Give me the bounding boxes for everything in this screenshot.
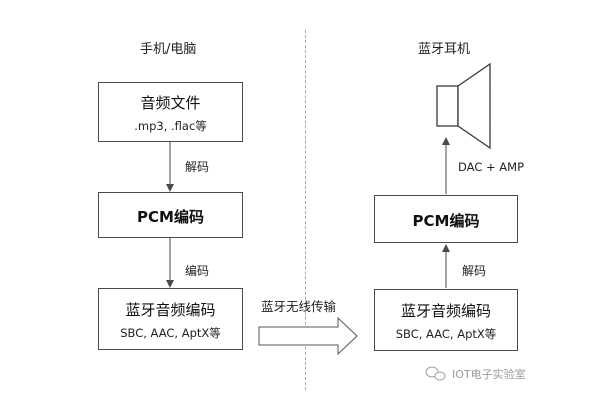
right-panel-heading: 蓝牙耳机 <box>418 42 471 57</box>
left-bt-codec-subtitle: SBC, AAC, AptX等 <box>120 326 221 340</box>
audio-file-box: 音频文件 .mp3, .flac等 <box>98 82 243 142</box>
right-bt-codec-box: 蓝牙音频编码 SBC, AAC, AptX等 <box>374 289 518 351</box>
watermark-text: IOT电子实验室 <box>452 368 526 381</box>
right-pcm-title: PCM编码 <box>412 212 480 230</box>
left-panel-heading: 手机/电脑 <box>140 42 197 57</box>
right-pcm-box: PCM编码 <box>374 195 518 243</box>
wechat-icon <box>425 366 446 381</box>
right-bt-codec-subtitle: SBC, AAC, AptX等 <box>395 327 497 341</box>
panel-divider <box>305 30 306 390</box>
right-bt-codec-title: 蓝牙音频编码 <box>400 302 491 320</box>
audio-file-subtitle: .mp3, .flac等 <box>134 119 207 133</box>
right-decode-label: 解码 <box>462 264 487 278</box>
audio-file-title: 音频文件 <box>140 94 201 112</box>
transfer-label: 蓝牙无线传输 <box>261 299 337 314</box>
left-bt-codec-box: 蓝牙音频编码 SBC, AAC, AptX等 <box>98 288 243 350</box>
speaker-icon <box>436 62 491 150</box>
left-pcm-box: PCM编码 <box>98 192 243 238</box>
left-encode-label: 编码 <box>185 264 210 278</box>
transfer-arrow <box>258 316 358 356</box>
dac-amp-label: DAC + AMP <box>458 160 525 174</box>
left-pcm-title: PCM编码 <box>137 208 204 226</box>
left-decode-label: 解码 <box>185 160 210 174</box>
left-bt-codec-title: 蓝牙音频编码 <box>125 301 216 319</box>
